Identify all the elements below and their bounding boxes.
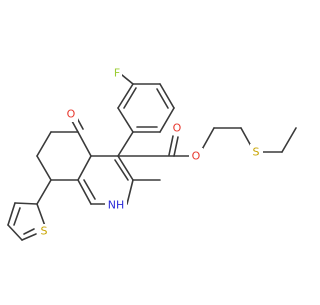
bond xyxy=(14,202,38,205)
bond xyxy=(7,202,16,226)
bond xyxy=(281,127,297,153)
bond xyxy=(117,131,134,157)
bond xyxy=(123,87,137,109)
bond xyxy=(36,203,46,227)
bond xyxy=(121,74,134,85)
bond xyxy=(7,224,23,241)
bond xyxy=(77,155,92,181)
bond xyxy=(23,228,35,235)
bond xyxy=(126,179,134,205)
bond xyxy=(114,159,129,181)
ethylthioethyl-chain xyxy=(199,127,297,154)
label-backdrop xyxy=(170,120,184,135)
label-backdrop xyxy=(110,66,122,81)
bond xyxy=(117,155,134,181)
label-backdrop xyxy=(38,224,51,239)
ester-group xyxy=(117,135,191,157)
atom-labels: F O O O NH S S xyxy=(38,66,263,239)
ester-carbonyl-oxygen-label: O xyxy=(173,122,182,135)
amine-label: NH xyxy=(108,199,125,212)
fluorine-atom-label: F xyxy=(114,67,120,80)
bond xyxy=(77,131,92,157)
bond xyxy=(36,155,52,181)
label-backdrop xyxy=(64,107,78,122)
bond xyxy=(173,136,179,157)
bond xyxy=(159,107,175,133)
bond xyxy=(240,127,252,147)
bond xyxy=(71,120,79,133)
bond xyxy=(83,179,96,200)
label-backdrop xyxy=(250,144,263,159)
bond xyxy=(117,83,134,109)
bond xyxy=(159,83,175,109)
bond xyxy=(156,88,169,109)
ester-ether-oxygen-label: O xyxy=(192,150,201,163)
bond xyxy=(36,179,52,205)
bond xyxy=(117,107,134,133)
bond xyxy=(36,131,52,157)
thiophene-ring xyxy=(7,179,52,241)
bond xyxy=(21,233,37,241)
label-backdrop xyxy=(105,196,127,218)
cyclohexenone-ring xyxy=(36,117,92,181)
molecule-structure: F O O O NH S S xyxy=(7,66,297,241)
bond xyxy=(13,207,21,226)
dihydropyridine-ring xyxy=(77,155,134,205)
thioether-sulfur-label: S xyxy=(253,146,260,159)
fluorophenyl-ring xyxy=(117,74,175,133)
thiophene-sulfur-label: S xyxy=(41,225,48,238)
structure-canvas: F O O O NH S S xyxy=(7,66,297,241)
ketone-oxygen-label: O xyxy=(67,108,76,121)
bond xyxy=(168,135,174,156)
bond xyxy=(77,179,92,205)
label-backdrop xyxy=(189,148,203,163)
